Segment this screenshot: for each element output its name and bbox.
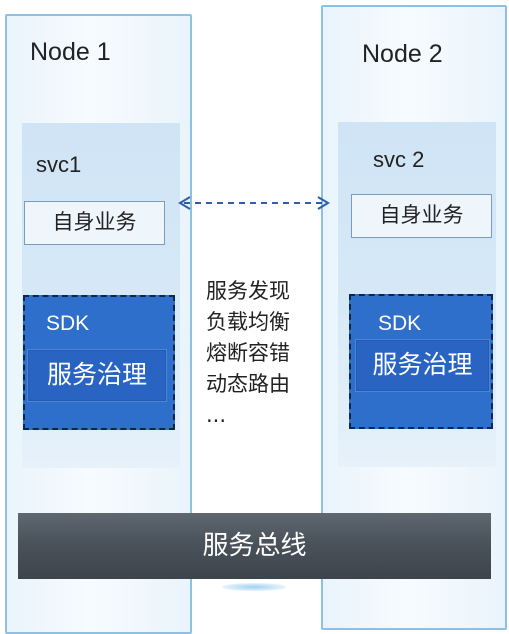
capability-item: 负载均衡 <box>206 310 290 334</box>
svc-2-label: svc 2 <box>373 147 425 172</box>
capability-item: 服务发现 <box>206 279 290 303</box>
svc-1-business-box: 自身业务 <box>24 201 165 245</box>
svc-2-business-box: 自身业务 <box>351 194 492 238</box>
bus-glow <box>222 583 286 591</box>
capability-list: 服务发现 负载均衡 熔断容错 动态路由 ... <box>206 276 316 431</box>
capability-item: 熔断容错 <box>206 341 290 365</box>
capability-item: ... <box>206 403 227 427</box>
capability-item: 动态路由 <box>206 372 290 396</box>
bidirectional-arrow <box>178 196 330 210</box>
service-bus: 服务总线 <box>18 513 491 579</box>
svc-1-governance-box: 服务治理 <box>27 349 167 402</box>
node-2-title: Node 2 <box>362 40 443 68</box>
svc-2-governance-box: 服务治理 <box>355 339 490 392</box>
svc-1-sdk-label: SDK <box>46 312 90 335</box>
svc-1-label: svc1 <box>36 152 82 177</box>
node-1-title: Node 1 <box>30 38 111 66</box>
svc-2-sdk-label: SDK <box>378 312 422 335</box>
